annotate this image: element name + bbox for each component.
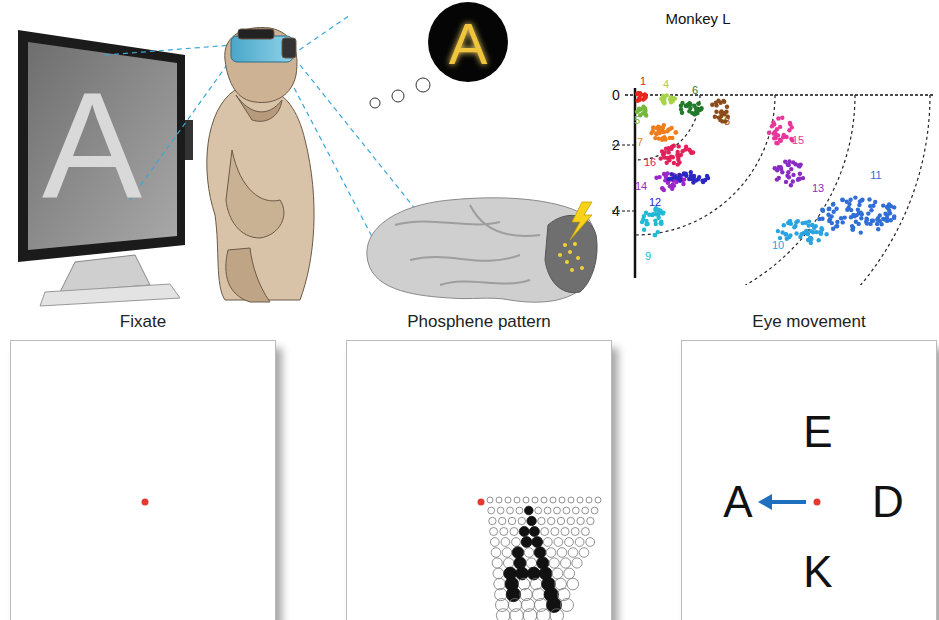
panel-frame — [346, 340, 612, 620]
target-letter: D — [872, 480, 904, 524]
cluster-number: 1 — [640, 76, 646, 87]
plot-title: Monkey L — [665, 11, 730, 26]
cluster-number: 5 — [634, 115, 640, 126]
stimulus-panel: Fixate — [10, 312, 276, 620]
fixation-dot — [478, 499, 485, 506]
monkey — [207, 27, 314, 302]
cluster-number: 4 — [663, 79, 669, 90]
phosphene-letter: A — [449, 15, 488, 73]
target-letter: A — [723, 480, 752, 524]
axis-tick: 4 — [612, 204, 620, 218]
screen-letter: A — [42, 70, 142, 220]
monitor — [18, 30, 193, 306]
fixation-dot — [142, 499, 149, 506]
eye-movement-arrow — [758, 494, 806, 510]
panel-heading: Eye movement — [681, 312, 937, 332]
target-letter: E — [803, 410, 832, 454]
cluster-number: 16 — [644, 157, 656, 168]
stimulus-panel: Phosphene pattern — [346, 312, 612, 620]
cluster-number: 11 — [870, 170, 881, 181]
cluster-number: 13 — [812, 183, 824, 194]
fixation-dot — [814, 499, 821, 506]
brain — [367, 198, 597, 302]
electrode-clusters — [635, 91, 897, 245]
cluster-number: 9 — [645, 251, 651, 262]
target-letter: K — [803, 550, 832, 594]
panel-heading: Phosphene pattern — [346, 312, 612, 332]
cluster-number: 15 — [792, 135, 804, 146]
axis-tick: 0 — [612, 88, 620, 102]
cluster-number: 14 — [635, 181, 647, 192]
panel-frame — [10, 340, 276, 620]
thought-bubble — [370, 2, 508, 108]
axis-tick: 2 — [612, 138, 620, 152]
cluster-number: 6 — [692, 85, 698, 96]
cluster-number: 8 — [724, 116, 730, 127]
cluster-number: 12 — [649, 197, 661, 208]
panel-heading: Fixate — [10, 312, 276, 332]
cluster-number: 7 — [637, 137, 643, 148]
cluster-number: 10 — [772, 240, 784, 251]
